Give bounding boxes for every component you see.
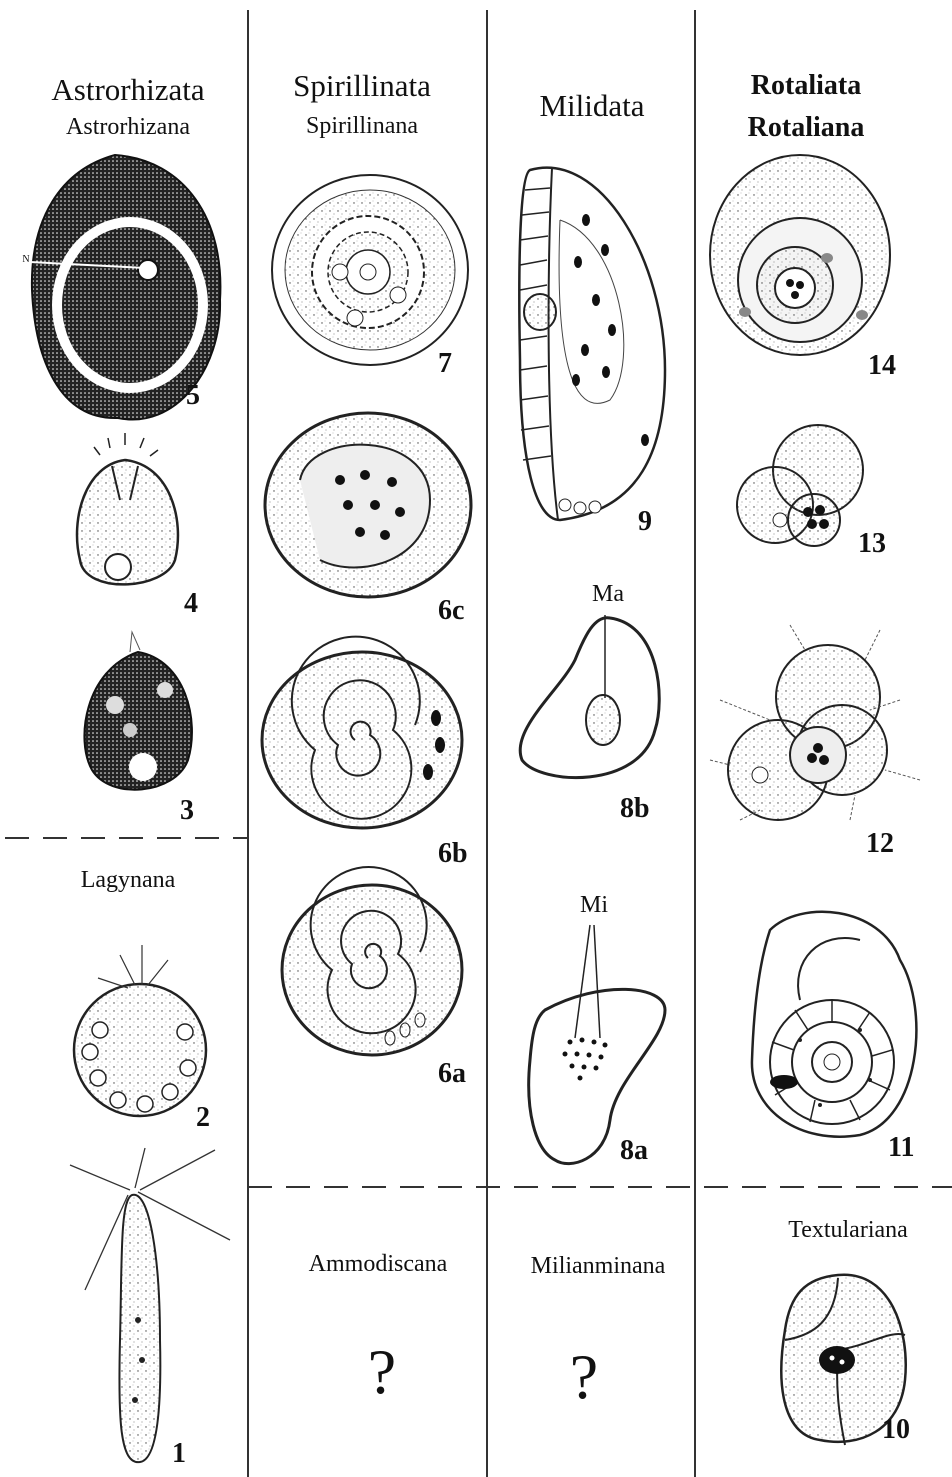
fig-number-4: 4 (184, 590, 198, 618)
col2-lower-title: Ammodiscana (309, 1252, 448, 1276)
annotation-mi: Mi (580, 893, 608, 917)
fig-number-8a: 8a (620, 1137, 648, 1165)
fig-7-drawing (272, 175, 468, 365)
fig-number-3: 3 (180, 797, 194, 825)
col2-subtitle: Spirillinana (306, 114, 418, 138)
fig-8a-drawing (529, 925, 665, 1164)
fig-number-12: 12 (866, 830, 894, 858)
fig-number-13: 13 (858, 530, 886, 558)
col1-title: Astrorhizata (51, 74, 204, 105)
col4-subtitle: Rotaliana (748, 114, 865, 142)
fig-number-7: 7 (438, 350, 452, 378)
fig-number-11: 11 (888, 1134, 914, 1162)
fig-1-drawing (70, 1148, 230, 1462)
fig-number-5: 5 (186, 382, 200, 410)
fig-6b-drawing (262, 637, 462, 828)
fig5-marker-label: N (22, 255, 29, 265)
col4-lower-title: Textulariana (788, 1218, 908, 1242)
col2-title: Spirillinata (293, 70, 431, 101)
fig-13-drawing (737, 425, 863, 546)
col1-lower-title: Lagynana (81, 868, 176, 892)
annotation-ma: Ma (592, 582, 624, 606)
fig-6c-drawing (265, 413, 471, 597)
fig-11-drawing (752, 912, 916, 1137)
fig-number-6b: 6b (438, 840, 468, 868)
fig-number-9: 9 (638, 508, 652, 536)
col3-unknown-marker: ? (570, 1345, 598, 1409)
col2-unknown-marker: ? (368, 1340, 396, 1404)
fig-12-drawing (710, 625, 920, 820)
fig-number-10: 10 (882, 1416, 910, 1444)
col3-title: Milidata (539, 90, 644, 121)
fig-number-6c: 6c (438, 597, 464, 625)
col3-lower-title: Milianminana (531, 1254, 666, 1278)
col1-subtitle: Astrorhizana (66, 115, 190, 139)
fig-4-drawing (77, 433, 178, 584)
fig-number-8b: 8b (620, 795, 650, 823)
fig-number-14: 14 (868, 352, 896, 380)
fig-9-drawing (519, 168, 665, 520)
col4-title: Rotaliata (751, 72, 861, 100)
fig-2-drawing (74, 945, 206, 1116)
fig-6a-drawing (282, 867, 462, 1055)
fig-number-2: 2 (196, 1104, 210, 1132)
fig-8b-drawing (520, 615, 659, 778)
fig-number-1: 1 (172, 1440, 186, 1468)
fig-3-drawing (84, 632, 192, 790)
fig-number-6a: 6a (438, 1060, 466, 1088)
fig-14-drawing (710, 155, 890, 355)
